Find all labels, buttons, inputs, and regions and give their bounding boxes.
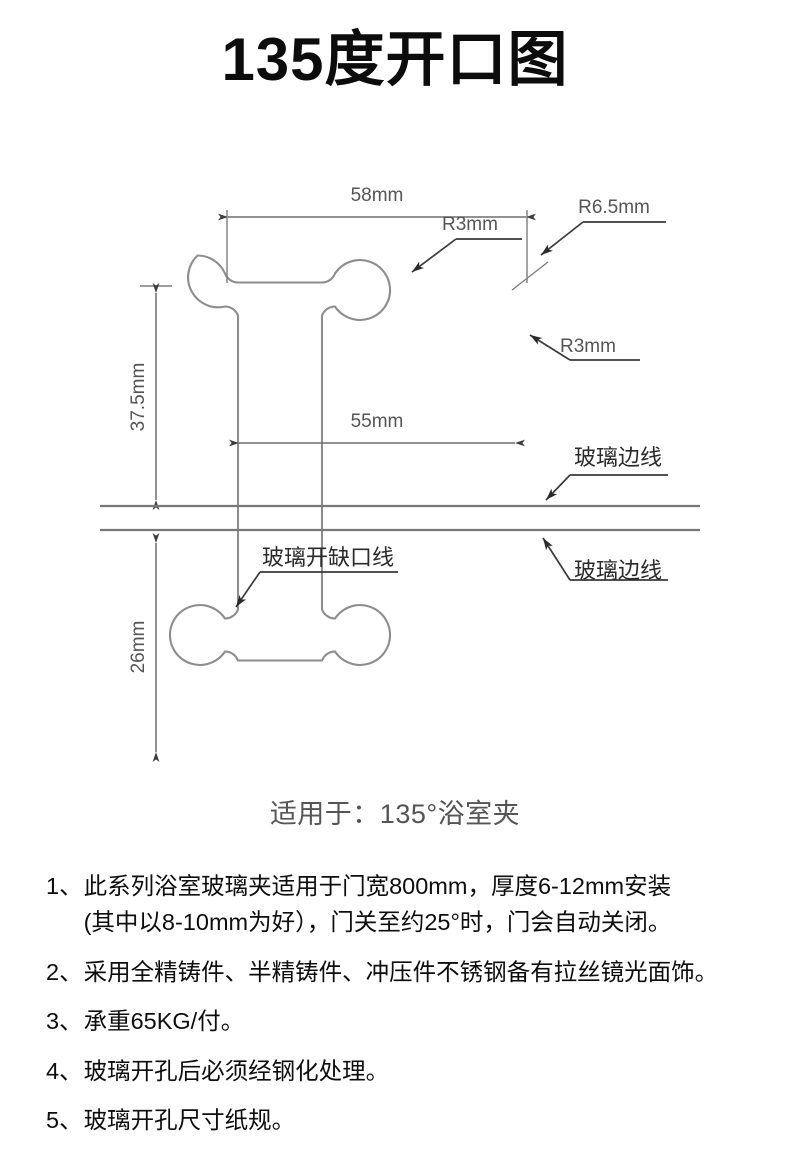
note-item: 2、 采用全精铸件、半精铸件、冲压件不锈钢备有拉丝镜光面饰。 bbox=[46, 954, 758, 990]
page-title: 135度开口图 bbox=[221, 26, 569, 93]
dimension-width-inner: 55mm bbox=[229, 411, 525, 447]
dimension-width-overall: 58mm bbox=[218, 185, 536, 283]
note-item: 1、 此系列浴室玻璃夹适用于门宽800mm，厚度6-12mm安装 (其中以8-1… bbox=[46, 868, 758, 941]
label-glass-edge-top: 玻璃边线 bbox=[574, 445, 662, 470]
note-text: 玻璃开孔尺寸纸规。 bbox=[84, 1102, 758, 1138]
note-item: 5、 玻璃开孔尺寸纸规。 bbox=[46, 1102, 758, 1138]
note-line: 玻璃开孔尺寸纸规。 bbox=[83, 1107, 296, 1134]
note-text: 承重65KG/付。 bbox=[84, 1003, 758, 1039]
callout-glass-notch-line: 玻璃开缺口线 bbox=[235, 545, 398, 608]
dimension-height-upper: 37.5mm bbox=[128, 283, 172, 510]
radius-label-r3mm-top: R3mm bbox=[442, 214, 498, 235]
radius-label-r6-5mm: R6.5mm bbox=[578, 197, 650, 218]
note-number: 2、 bbox=[46, 958, 83, 985]
dimension-label-58mm: 58mm bbox=[351, 185, 404, 206]
note-line: 采用全精铸件、半精铸件、冲压件不锈钢备有拉丝镜光面饰。 bbox=[83, 958, 719, 985]
dimension-label-37-5mm: 37.5mm bbox=[128, 363, 149, 432]
label-glass-edge-bottom: 玻璃边线 bbox=[574, 558, 662, 583]
dimension-label-26mm: 26mm bbox=[128, 621, 149, 674]
note-text: 采用全精铸件、半精铸件、冲压件不锈钢备有拉丝镜光面饰。 bbox=[84, 954, 758, 990]
note-number: 1、 bbox=[46, 873, 83, 899]
glass-edge-lines bbox=[100, 504, 700, 532]
callout-r6-5mm: R6.5mm bbox=[511, 197, 666, 291]
note-line: 承重65KG/付。 bbox=[83, 1008, 245, 1035]
note-number: 3、 bbox=[46, 1008, 83, 1035]
note-line: (其中以8-10mm为好），门关至约25°时，门会自动关闭。 bbox=[83, 909, 672, 936]
dimension-label-55mm: 55mm bbox=[351, 411, 404, 432]
radius-label-r3mm-right: R3mm bbox=[560, 336, 616, 357]
callout-glass-edge-top: 玻璃边线 bbox=[545, 445, 668, 501]
dimension-height-lower: 26mm bbox=[128, 533, 160, 762]
technical-drawing: 58mm 55mm 37.5mm 26mm bbox=[0, 155, 790, 815]
note-item: 3、 承重65KG/付。 bbox=[46, 1003, 758, 1039]
callout-r3mm-top: R3mm bbox=[411, 214, 522, 273]
note-line: 玻璃开孔后必须经钢化处理。 bbox=[83, 1057, 390, 1084]
callout-r3mm-right: R3mm bbox=[529, 334, 640, 361]
note-number: 5、 bbox=[46, 1107, 83, 1134]
notes-list: 1、 此系列浴室玻璃夹适用于门宽800mm，厚度6-12mm安装 (其中以8-1… bbox=[46, 868, 758, 1152]
cutout-outline bbox=[168, 254, 392, 666]
note-line: 此系列浴室玻璃夹适用于门宽800mm，厚度6-12mm安装 bbox=[83, 873, 672, 899]
note-item: 4、 玻璃开孔后必须经钢化处理。 bbox=[46, 1053, 758, 1089]
note-text: 此系列浴室玻璃夹适用于门宽800mm，厚度6-12mm安装 (其中以8-10mm… bbox=[84, 868, 758, 941]
note-number: 4、 bbox=[46, 1057, 83, 1084]
drawing-caption: 适用于：135°浴室夹 bbox=[269, 799, 521, 829]
label-glass-notch-line: 玻璃开缺口线 bbox=[262, 545, 394, 570]
callout-glass-edge-bottom: 玻璃边线 bbox=[542, 537, 668, 583]
note-text: 玻璃开孔后必须经钢化处理。 bbox=[84, 1053, 758, 1089]
